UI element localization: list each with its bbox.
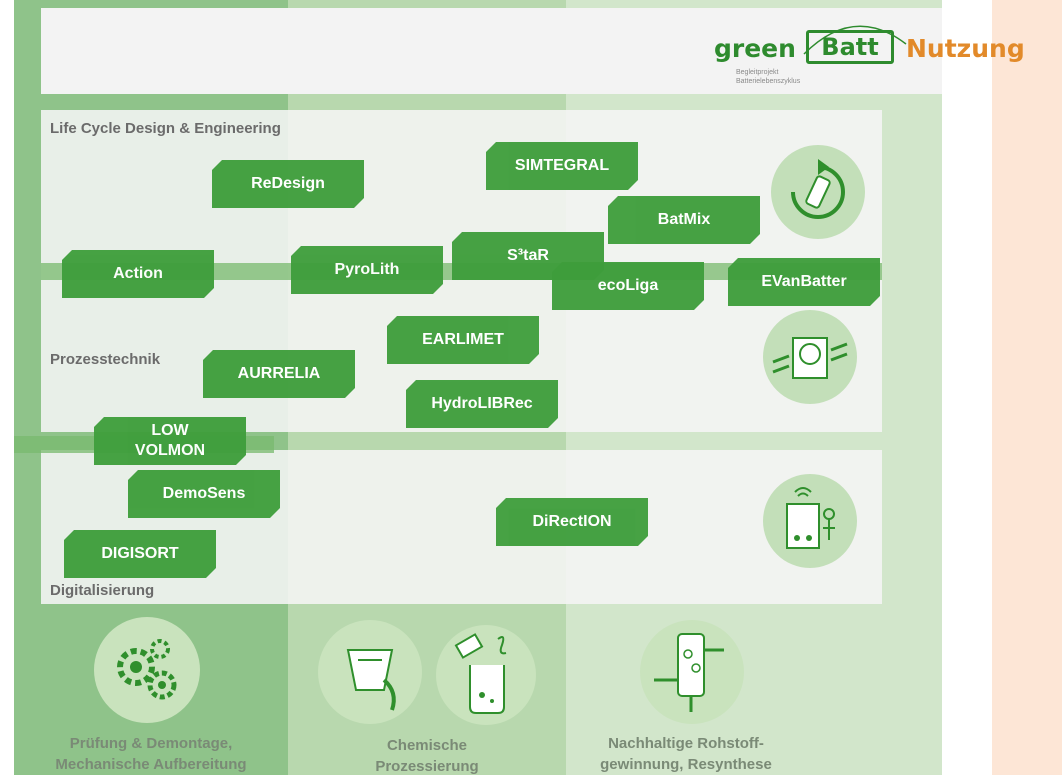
crucible-pour-icon	[318, 620, 422, 724]
logo-text-green: green	[714, 34, 796, 63]
logo-tagline-line2: Batterielebenszyklus	[736, 78, 801, 85]
category-label-col3: Nachhaltige Rohstoff- gewinnung, Resynth…	[566, 733, 806, 775]
category-label-col1-line1: Prüfung & Demontage,	[69, 735, 233, 752]
right-margin	[942, 0, 992, 775]
project-lowvolmon[interactable]: LOW VOLMON	[94, 417, 246, 465]
project-ecoliga[interactable]: ecoLiga	[552, 262, 704, 310]
logo-arc-icon	[803, 25, 907, 55]
project-batmix[interactable]: BatMix	[608, 196, 760, 244]
recycle-battery-icon	[771, 145, 865, 239]
project-pyrolith[interactable]: PyroLith	[291, 246, 443, 294]
category-label-col2-line1: Chemische	[386, 737, 468, 754]
project-earlimet[interactable]: EARLIMET	[387, 316, 539, 364]
category-label-col2: Chemische Prozessierung	[288, 735, 566, 775]
section-label-lifecycle: Life Cycle Design & Engineering	[50, 120, 281, 137]
logo-text-batt: Batt	[806, 30, 894, 64]
digital-lab-device-icon	[763, 474, 857, 568]
project-redesign[interactable]: ReDesign	[212, 160, 364, 208]
project-hydrolibrec[interactable]: HydroLIBRec	[406, 380, 558, 428]
project-lowvolmon-line1: LOW	[151, 422, 189, 439]
project-action[interactable]: Action	[62, 250, 214, 298]
section-label-prozess: Prozesstechnik	[50, 351, 161, 368]
category-label-col2-line2: Prozessierung	[375, 758, 479, 775]
project-lowvolmon-line2: VOLMON	[134, 442, 206, 459]
logo-tagline: Begleitprojekt Batterielebenszyklus	[736, 68, 800, 86]
beaker-dissolve-icon	[436, 625, 536, 725]
section-label-digital: Digitalisierung	[50, 582, 155, 599]
shredder-machine-icon	[763, 310, 857, 404]
gears-icon	[94, 617, 200, 723]
category-label-col3-line2: gewinnung, Resynthese	[600, 756, 772, 773]
reactor-column-icon	[640, 620, 744, 724]
project-demosens[interactable]: DemoSens	[128, 470, 280, 518]
greenbatt-logo: green Batt Nutzung Begleitprojekt Batter…	[714, 14, 1034, 94]
header-bar	[41, 8, 942, 94]
logo-tagline-line1: Begleitprojekt	[736, 69, 779, 76]
project-direction[interactable]: DiRectION	[496, 498, 648, 546]
project-evanbatter[interactable]: EVanBatter	[728, 258, 880, 306]
project-aurrelia[interactable]: AURRELIA	[203, 350, 355, 398]
category-label-col1-line2: Mechanische Aufbereitung	[55, 756, 247, 773]
project-digisort[interactable]: DIGISORT	[64, 530, 216, 578]
category-label-col1: Prüfung & Demontage, Mechanische Aufbere…	[14, 733, 288, 775]
project-simtegral[interactable]: SIMTEGRAL	[486, 142, 638, 190]
right-accent-strip	[992, 0, 1062, 775]
logo-text-nutzung: Nutzung	[906, 34, 1025, 63]
category-label-col3-line1: Nachhaltige Rohstoff-	[608, 735, 764, 752]
